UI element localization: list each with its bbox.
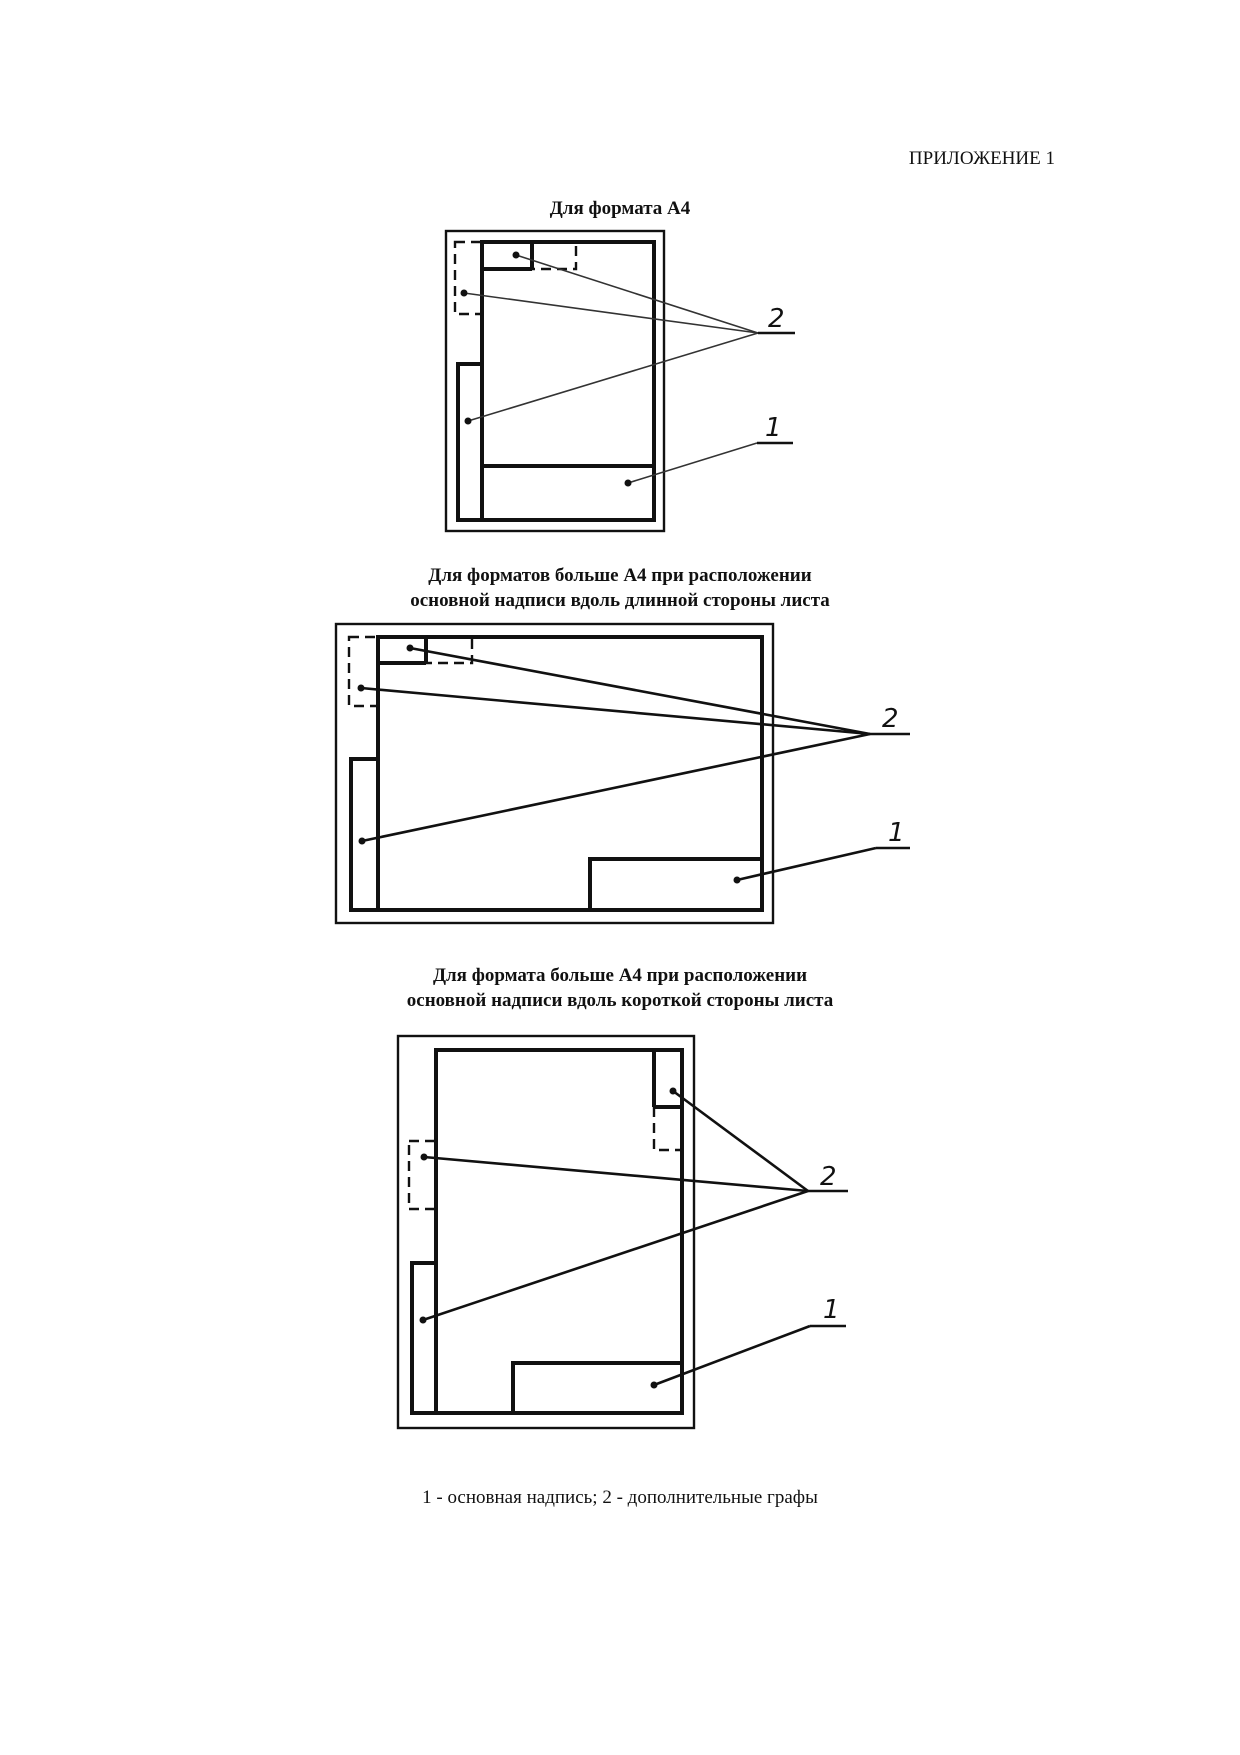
leader-line (515, 254, 759, 334)
callout-number-1: 1 (888, 818, 905, 848)
leader-dot (624, 479, 632, 487)
leader-line (653, 1324, 811, 1387)
figure-2-caption-line-1: Для форматов больше А4 при расположении (428, 565, 812, 586)
figure-1-caption: Для формата А4 (0, 196, 1240, 221)
figure-3-caption-line-2: основной надписи вдоль короткой стороны … (406, 990, 834, 1011)
leader-dot (512, 251, 520, 259)
leader-dot (358, 837, 366, 845)
leader-line (423, 1155, 809, 1193)
main-title-block (588, 857, 764, 912)
leader-line (672, 1089, 809, 1193)
side-additional-column-dashed (407, 1139, 438, 1211)
leader-dot (464, 417, 472, 425)
callout-number-2: 2 (882, 704, 899, 734)
sheet-outer-border (334, 622, 775, 925)
top-additional-column-dashed (532, 240, 578, 271)
leader-dot (419, 1316, 427, 1324)
leader-dot (460, 289, 468, 297)
legend-text: 1 - основная надпись; 2 - дополнительные… (422, 1487, 818, 1508)
leader-dot (650, 1381, 658, 1389)
leader-dot (733, 876, 741, 884)
drawing-frame (434, 1048, 684, 1415)
leader-line (736, 846, 877, 882)
leader-line (463, 292, 759, 334)
top-additional-column-dashed (426, 635, 474, 665)
figure-2-caption: Для форматов больше А4 при расположении … (0, 563, 1240, 613)
right-additional-column-dashed (652, 1107, 682, 1152)
callout-number-2: 2 (820, 1162, 837, 1192)
side-additional-column-dashed (453, 240, 484, 316)
leader-line (422, 1189, 809, 1322)
leader-line (360, 686, 871, 736)
appendix-label: ПРИЛОЖЕНИЕ 1 (908, 148, 1055, 169)
figure-3-caption: Для формата больше А4 при расположении о… (0, 963, 1240, 1013)
figure-1-caption-line: Для формата А4 (549, 198, 691, 219)
leader-dot (406, 644, 414, 652)
side-additional-column (456, 362, 484, 522)
main-title-block (511, 1361, 684, 1415)
leader-dot (669, 1087, 677, 1095)
leader-dot (357, 684, 365, 692)
figure-3-caption-line-1: Для формата больше А4 при расположении (432, 965, 808, 986)
figure-2-caption-line-2: основной надписи вдоль длинной стороны л… (410, 590, 830, 611)
leader-line (361, 732, 871, 843)
main-title-block (480, 464, 656, 522)
leader-line (467, 332, 759, 422)
leader-line (409, 646, 871, 736)
leader-line (627, 442, 758, 484)
callout-number-2: 2 (768, 304, 785, 334)
leader-dot (420, 1153, 428, 1161)
side-additional-column (410, 1261, 438, 1415)
side-additional-column (349, 757, 380, 912)
callout-number-1: 1 (765, 413, 782, 443)
drawing-frame (480, 240, 656, 522)
side-additional-column-dashed (347, 635, 380, 708)
sheet-outer-border (396, 1034, 696, 1430)
callout-number-1: 1 (823, 1295, 840, 1325)
sheet-outer-border (444, 229, 666, 533)
